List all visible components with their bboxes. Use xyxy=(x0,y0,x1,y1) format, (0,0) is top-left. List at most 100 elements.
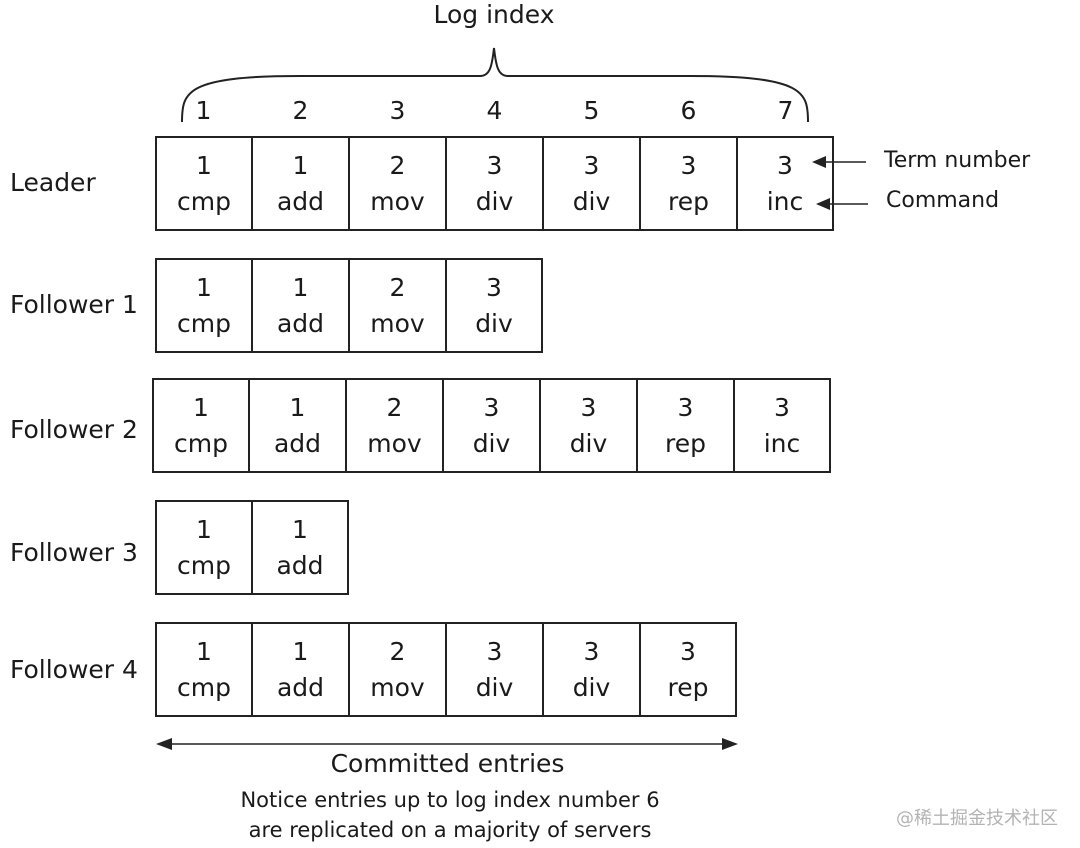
log-entry: 1 add xyxy=(249,378,346,473)
entry-command: cmp xyxy=(177,550,231,580)
committed-arrowhead-left xyxy=(156,738,172,750)
log-entry: 3 rep xyxy=(637,378,734,473)
entry-term: 3 xyxy=(486,272,502,302)
log-entry: 3 div xyxy=(543,136,640,231)
note-line-1: Notice entries up to log index number 6 xyxy=(240,788,660,812)
entry-term: 2 xyxy=(389,636,406,666)
log-entry: 1 cmp xyxy=(155,500,252,595)
entry-command: div xyxy=(475,672,514,702)
log-index-5: 5 xyxy=(583,96,600,125)
row-label-leader: Leader xyxy=(10,168,96,197)
log-entry: 3 div xyxy=(540,378,637,473)
watermark: @稀土掘金技术社区 xyxy=(896,808,1058,829)
log-index-1: 1 xyxy=(195,96,212,125)
follower-3-log: 1 cmp 1 add xyxy=(155,500,349,595)
entry-term: 1 xyxy=(196,272,212,302)
entry-command: mov xyxy=(370,308,425,338)
log-entry: 3 div xyxy=(446,136,543,231)
follower-4-log: 1 cmp 1 add 2 mov 3 div 3 div 3 rep xyxy=(155,622,737,717)
entry-term: 3 xyxy=(774,392,790,422)
entry-term: 3 xyxy=(483,392,500,422)
entry-command: add xyxy=(273,428,322,458)
entry-command: rep xyxy=(667,672,709,702)
command-annotation: Command xyxy=(886,188,1000,213)
log-entry: 3 div xyxy=(443,378,540,473)
log-entry: 3 div xyxy=(446,258,543,353)
entry-term: 2 xyxy=(389,272,406,302)
log-entry: 1 cmp xyxy=(155,258,252,353)
log-entry: 2 mov xyxy=(349,622,446,717)
log-index-3: 3 xyxy=(389,96,406,125)
log-entry: 1 cmp xyxy=(155,622,252,717)
entry-term: 1 xyxy=(196,514,212,544)
committed-arrowhead-right xyxy=(722,738,738,750)
log-entry: 1 add xyxy=(252,622,349,717)
row-label-follower-2: Follower 2 xyxy=(10,415,138,444)
entry-command: div xyxy=(572,186,611,216)
entry-command: div xyxy=(569,428,608,458)
entry-term: 3 xyxy=(677,392,694,422)
log-entry: 3 inc xyxy=(737,136,834,231)
term-number-arrowhead xyxy=(812,156,826,168)
entry-term: 1 xyxy=(292,272,309,302)
entry-command: add xyxy=(276,186,325,216)
log-index-brace xyxy=(181,47,809,123)
entry-command: div xyxy=(475,308,513,338)
committed-entries-label: Committed entries xyxy=(330,749,565,778)
log-entry: 3 div xyxy=(543,622,640,717)
entry-command: div xyxy=(472,428,511,458)
entry-command: inc xyxy=(766,186,804,216)
entry-term: 1 xyxy=(193,392,209,422)
log-entry: 1 add xyxy=(252,258,349,353)
entry-command: rep xyxy=(665,428,706,458)
log-entry: 1 add xyxy=(252,136,349,231)
entry-command: cmp xyxy=(174,428,228,458)
entry-term: 3 xyxy=(583,636,600,666)
log-index-title: Log index xyxy=(433,0,555,29)
term-number-annotation: Term number xyxy=(884,148,1031,173)
entry-command: mov xyxy=(367,428,422,458)
entry-command: div xyxy=(475,186,514,216)
log-entry: 1 cmp xyxy=(152,378,249,473)
log-index-4: 4 xyxy=(486,96,503,125)
entry-command: add xyxy=(276,550,324,580)
entry-term: 3 xyxy=(680,150,697,180)
entry-term: 1 xyxy=(196,150,212,180)
entry-term: 2 xyxy=(389,150,406,180)
note-line-2: are replicated on a majority of servers xyxy=(248,818,652,842)
log-entry: 2 mov xyxy=(349,258,446,353)
entry-term: 1 xyxy=(289,392,306,422)
entry-term: 1 xyxy=(292,150,309,180)
log-entry: 1 add xyxy=(252,500,349,595)
log-entry: 2 mov xyxy=(349,136,446,231)
entry-command: add xyxy=(276,308,325,338)
entry-command: cmp xyxy=(177,308,231,338)
log-index-2: 2 xyxy=(292,96,309,125)
entry-command: cmp xyxy=(177,672,231,702)
entry-term: 3 xyxy=(486,150,503,180)
row-label-follower-1: Follower 1 xyxy=(10,290,138,319)
entry-command: mov xyxy=(370,672,425,702)
entry-term: 1 xyxy=(292,636,309,666)
entry-command: inc xyxy=(763,428,801,458)
entry-command: mov xyxy=(370,186,425,216)
entry-term: 3 xyxy=(777,150,793,180)
entry-command: add xyxy=(276,672,325,702)
log-index-7: 7 xyxy=(777,96,794,125)
log-entry: 3 rep xyxy=(640,622,737,717)
entry-term: 3 xyxy=(680,636,696,666)
log-entry: 3 inc xyxy=(734,378,831,473)
entry-term: 3 xyxy=(583,150,600,180)
entry-command: div xyxy=(572,672,611,702)
follower-1-log: 1 cmp 1 add 2 mov 3 div xyxy=(155,258,543,353)
command-arrowhead xyxy=(816,198,830,210)
log-index-6: 6 xyxy=(680,96,697,125)
entry-term: 3 xyxy=(580,392,597,422)
entry-term: 1 xyxy=(196,636,212,666)
entry-term: 1 xyxy=(292,514,308,544)
